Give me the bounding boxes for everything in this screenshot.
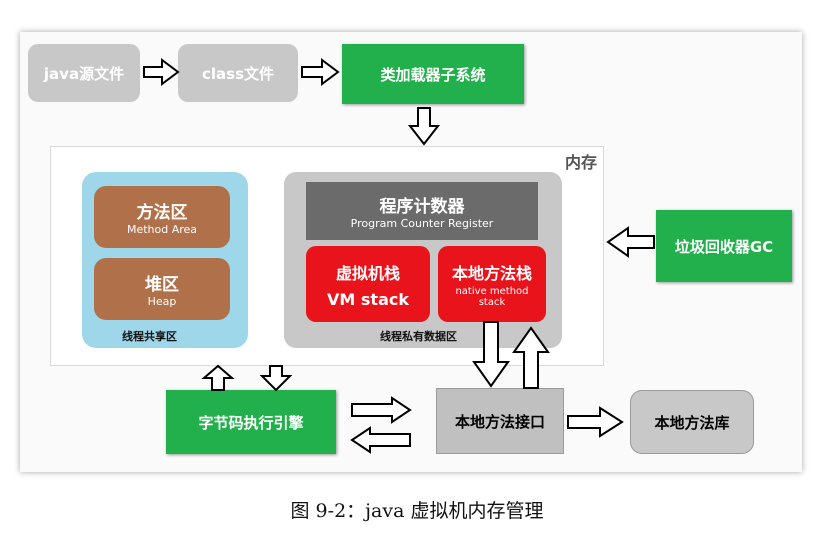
arrow-engine-up (201, 364, 235, 391)
vm-stack-cn: 虚拟机栈 (335, 263, 400, 283)
arrow-stack-to-interface (472, 321, 510, 388)
heap-en: Heap (147, 295, 177, 308)
native-interface-node: 本地方法接口 (436, 388, 564, 454)
arrow-class-to-loader (301, 58, 340, 86)
pc-register-en: Program Counter Register (350, 217, 494, 230)
gc-label: 垃圾回收器GC (674, 237, 774, 256)
arrow-gc-to-memory (606, 226, 655, 258)
pc-register-node: 程序计数器 Program Counter Register (306, 182, 538, 240)
class-file-node: class文件 (178, 44, 298, 102)
figure-caption: 图 9-2：java 虚拟机内存管理 (290, 500, 544, 522)
arrow-source-to-class (143, 58, 180, 86)
thread-private-label: 线程私有数据区 (380, 330, 457, 343)
arrow-interface-to-engine (350, 426, 411, 454)
method-area-cn: 方法区 (136, 203, 188, 223)
native-stack-cn: 本地方法栈 (451, 264, 532, 283)
method-area-en: Method Area (126, 223, 198, 236)
java-source-node: java源文件 (28, 44, 140, 102)
heap-cn: 堆区 (145, 275, 179, 295)
vm-stack-en: VM stack (327, 289, 409, 309)
native-stack-en-1: native method (455, 286, 529, 297)
class-loader-label: 类加载器子系统 (380, 65, 486, 84)
arrow-memory-down (259, 365, 293, 392)
thread-shared-label: 线程共享区 (122, 330, 177, 343)
memory-label: 内存 (564, 153, 597, 172)
native-library-node: 本地方法库 (630, 390, 754, 454)
pc-register-cn: 程序计数器 (379, 197, 465, 217)
native-interface-label: 本地方法接口 (454, 412, 545, 431)
execution-engine-node: 字节码执行引擎 (166, 390, 336, 454)
arrow-loader-to-memory (407, 107, 441, 146)
vm-stack-node: 虚拟机栈 VM stack (306, 246, 430, 322)
arrow-interface-to-stack (512, 326, 550, 389)
arrow-interface-to-library (567, 406, 624, 438)
method-area-node: 方法区 Method Area (94, 186, 230, 248)
java-source-label: java源文件 (43, 64, 125, 83)
arrow-engine-to-interface (351, 396, 412, 424)
native-library-label: 本地方法库 (654, 413, 730, 432)
execution-engine-label: 字节码执行引擎 (198, 413, 304, 432)
class-file-label: class文件 (201, 64, 274, 83)
native-stack-en-2: stack (478, 297, 506, 308)
native-stack-node: 本地方法栈 native method stack (438, 246, 546, 322)
class-loader-node: 类加载器子系统 (342, 44, 524, 104)
heap-node: 堆区 Heap (94, 258, 230, 320)
gc-node: 垃圾回收器GC (656, 210, 792, 282)
